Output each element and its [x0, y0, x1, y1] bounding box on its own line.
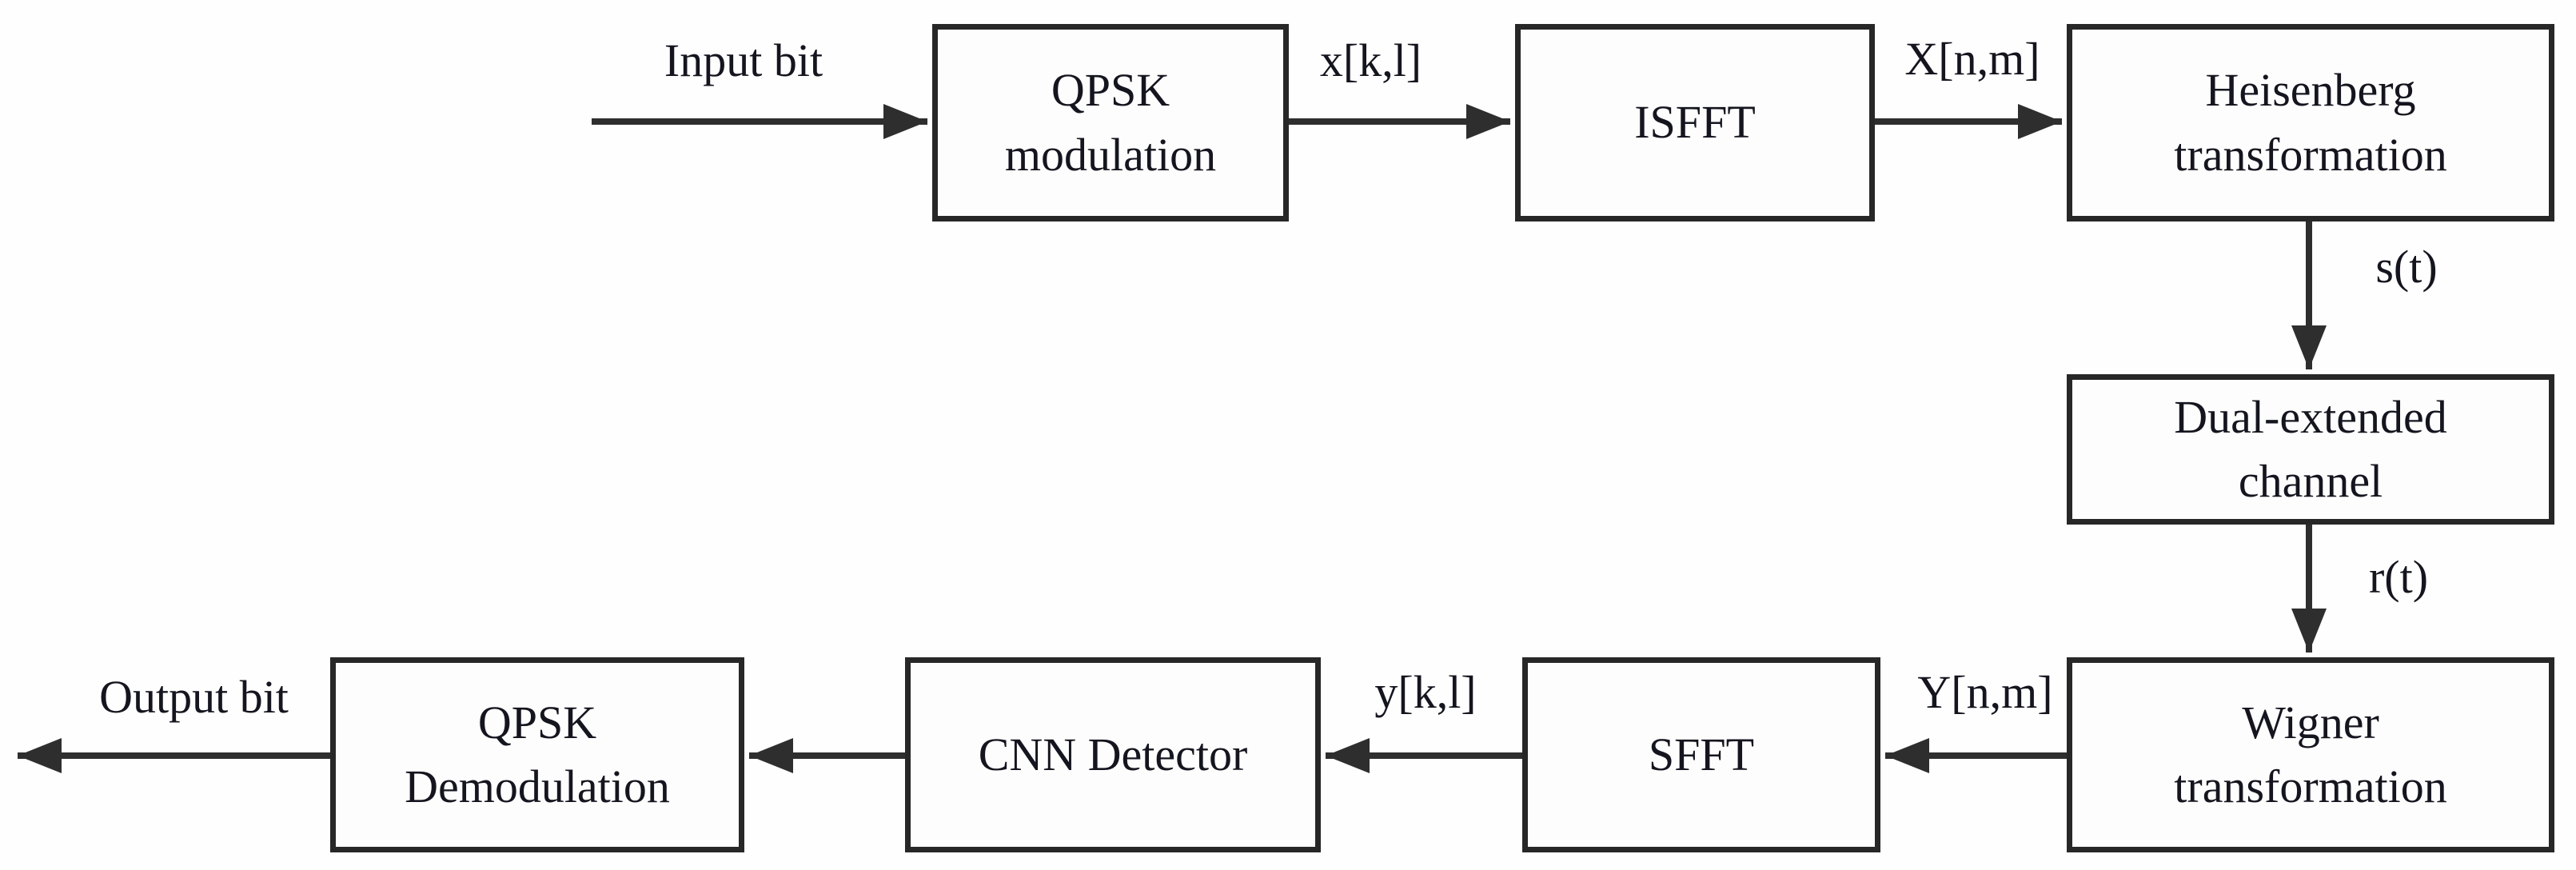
block-heisenberg-transformation: Heisenberg transformation [2067, 24, 2554, 221]
block-sfft: SFFT [1522, 657, 1880, 852]
block-cnn-detector: CNN Detector [905, 657, 1321, 852]
block-wigner-transformation: Wigner transformation [2067, 657, 2554, 852]
block-qpsk-modulation: QPSK modulation [932, 24, 1289, 221]
label-s-t: s(t) [2375, 241, 2438, 293]
label-output-bit: Output bit [99, 671, 289, 723]
label-r-t: r(t) [2368, 551, 2429, 603]
block-qpsk-demodulation: QPSK Demodulation [330, 657, 744, 852]
label-input-bit: Input bit [664, 34, 823, 86]
label-X-nm: X[n,m] [1904, 33, 2040, 85]
label-x-kl: x[k,l] [1319, 34, 1422, 86]
block-dual-extended-channel: Dual-extended channel [2067, 374, 2554, 525]
block-isfft: ISFFT [1515, 24, 1875, 221]
label-Y-nm: Y[n,m] [1917, 666, 2053, 718]
label-y-kl: y[k,l] [1374, 666, 1477, 718]
